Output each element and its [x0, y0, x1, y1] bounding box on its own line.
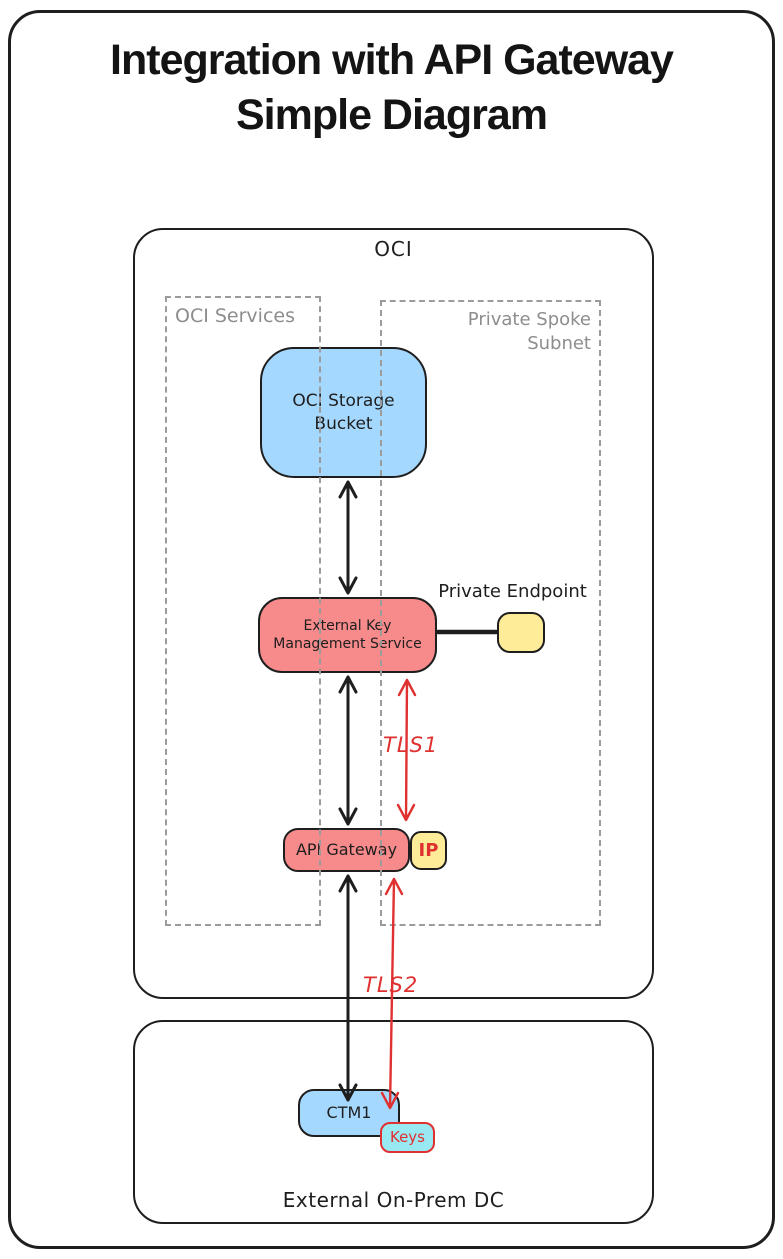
node-api-gateway-label: API Gateway [295, 839, 398, 859]
node-oci-storage-bucket: OCI Storage Bucket [260, 347, 427, 478]
node-keys: Keys [380, 1122, 435, 1153]
edge-tls2-label: TLS2 [363, 973, 419, 997]
node-private-endpoint [497, 612, 545, 653]
diagram-title-line2: Simple Diagram [236, 91, 548, 139]
edge-tls1-label: TLS1 [383, 733, 439, 757]
diagram-title-line1: Integration with API Gateway [110, 36, 674, 84]
node-oci-storage-bucket-label: OCI Storage Bucket [292, 391, 395, 434]
container-external-on-prem-dc-label: External On-Prem DC [282, 1188, 505, 1212]
diagram-title: Integration with API Gateway Simple Diag… [0, 33, 783, 143]
page-border [8, 10, 775, 1249]
node-private-endpoint-label: Private Endpoint [438, 581, 587, 602]
node-ip: IP [410, 831, 447, 870]
node-keys-label: Keys [389, 1127, 425, 1146]
container-oci-label: OCI [374, 237, 413, 261]
node-api-gateway: API Gateway [283, 828, 410, 872]
node-external-key-management-service-label: External Key Management Service [273, 617, 422, 652]
node-external-key-management-service: External Key Management Service [258, 597, 437, 673]
node-ip-label: IP [418, 839, 439, 861]
node-ctm1-label: CTM1 [326, 1102, 372, 1122]
